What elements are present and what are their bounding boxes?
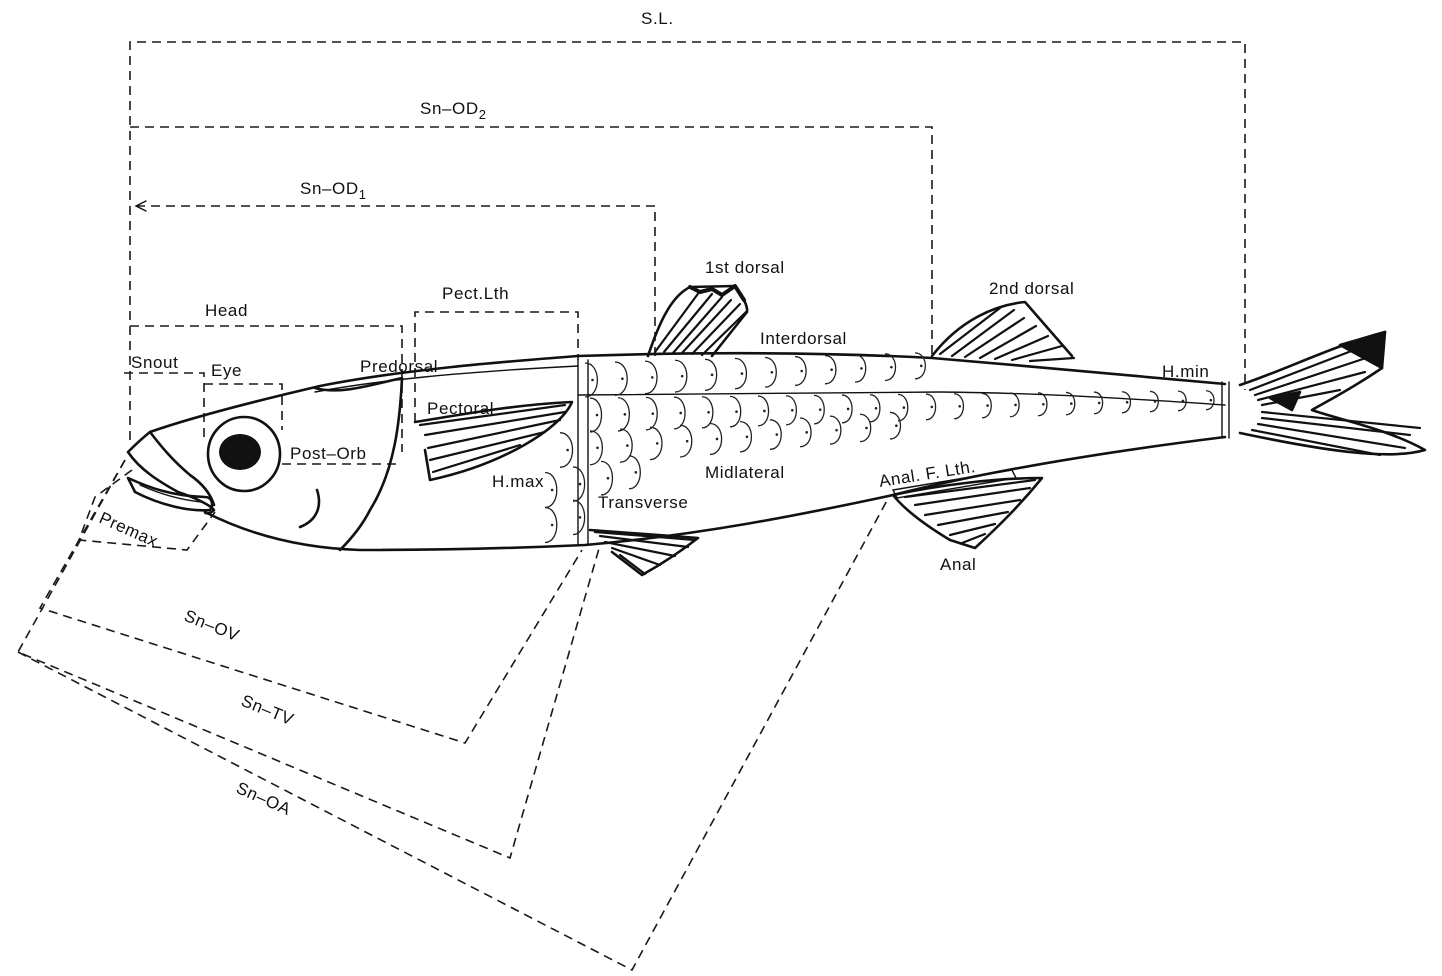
eye-bracket — [204, 384, 282, 430]
scale-dot — [865, 427, 868, 430]
scale-dot — [835, 429, 838, 432]
label-snout: Snout — [131, 353, 178, 372]
scale-dot — [679, 412, 682, 415]
label-pect-lth: Pect.Lth — [442, 284, 509, 303]
second-dorsal-fin — [932, 302, 1074, 361]
label-sn-ov: Sn–OV — [182, 606, 243, 645]
body-scale — [560, 433, 573, 468]
scale-dot — [707, 411, 710, 414]
scale-dot — [579, 483, 582, 486]
scale-dot — [651, 376, 654, 379]
scale-dot — [800, 370, 803, 373]
scale-dot — [607, 477, 610, 480]
label-sn-od1: Sn–OD1 — [300, 179, 367, 202]
head-bracket — [130, 326, 402, 452]
sl-bracket — [130, 42, 1245, 440]
snout-bracket — [124, 373, 204, 440]
body-dorsal-outline — [150, 353, 1225, 432]
scale-dot — [1098, 402, 1101, 405]
label-eye: Eye — [211, 361, 242, 380]
scale-dot — [735, 410, 738, 413]
scale-dot — [920, 365, 923, 368]
scale-dot — [771, 371, 774, 374]
label-h-min: H.min — [1162, 362, 1209, 381]
scale-dot — [711, 374, 714, 377]
scale-dot — [746, 435, 749, 438]
eye-pupil — [219, 434, 261, 470]
label-sn-oa: Sn–OA — [233, 778, 294, 819]
label-second-dorsal: 2nd dorsal — [989, 279, 1074, 298]
scale-dot — [830, 368, 833, 371]
h-min-line — [1222, 382, 1229, 438]
scale-dot — [681, 375, 684, 378]
scale-dot — [1042, 403, 1045, 406]
sn-oa-bracket — [18, 495, 890, 970]
scale-dot — [847, 408, 850, 411]
scale-dot — [958, 405, 961, 408]
scale-dot — [931, 406, 934, 409]
scale-dot — [791, 409, 794, 412]
body-scales — [545, 353, 1214, 543]
body-scale — [585, 363, 597, 397]
label-anal: Anal — [940, 555, 976, 574]
label-sn-tv: Sn–TV — [239, 691, 297, 729]
preoperculum — [300, 490, 319, 527]
scale-dot — [1154, 400, 1157, 403]
scale-dot — [819, 408, 822, 411]
label-interdorsal: Interdorsal — [760, 329, 847, 348]
pelvic-fin — [590, 530, 698, 575]
label-midlateral: Midlateral — [705, 463, 785, 482]
scale-dot — [1210, 399, 1213, 402]
scale-dot — [635, 471, 638, 474]
label-sl: S.L. — [641, 9, 674, 28]
label-h-max: H.max — [492, 472, 544, 491]
scale-dot — [651, 412, 654, 415]
sn-od2-bracket — [130, 127, 932, 356]
scale-dot — [591, 379, 594, 382]
scale-dot — [596, 414, 599, 417]
scale-dot — [596, 446, 599, 449]
scale-dot — [566, 449, 569, 452]
scale-dot — [895, 424, 898, 427]
scale-dot — [763, 410, 766, 413]
scale-dot — [890, 366, 893, 369]
sn-od1-bracket — [136, 206, 655, 360]
scale-dot — [875, 407, 878, 410]
body-scale — [590, 431, 602, 465]
scale-dot — [903, 406, 906, 409]
label-predorsal: Predorsal — [360, 357, 438, 376]
caudal-fin — [1240, 332, 1425, 455]
label-transverse: Transverse — [598, 493, 688, 512]
scale-dot — [860, 367, 863, 370]
scale-dot — [551, 524, 554, 527]
scale-dot — [716, 438, 719, 441]
sn-ov-bracket — [40, 460, 582, 743]
scale-dot — [776, 433, 779, 436]
scale-dot — [1126, 401, 1129, 404]
scale-dot — [624, 413, 627, 416]
scale-dot — [741, 372, 744, 375]
snout-outline — [128, 432, 214, 513]
scale-dot — [656, 442, 659, 445]
scale-dot — [686, 440, 689, 443]
label-post-orb: Post–Orb — [290, 444, 367, 463]
label-head: Head — [205, 301, 248, 320]
scale-dot — [579, 516, 582, 519]
scale-dot — [1014, 404, 1017, 407]
scale-dot — [805, 431, 808, 434]
scale-dot — [1070, 402, 1073, 405]
first-dorsal-fin — [648, 286, 747, 356]
scale-dot — [1182, 400, 1185, 403]
scale-dot — [626, 444, 629, 447]
scale-dot — [986, 404, 989, 407]
label-first-dorsal: 1st dorsal — [705, 258, 785, 277]
scale-dot — [621, 377, 624, 380]
scale-dot — [551, 489, 554, 492]
fins — [415, 286, 1425, 575]
label-sn-od2: Sn–OD2 — [420, 99, 487, 122]
label-pectoral: Pectoral — [427, 399, 494, 418]
